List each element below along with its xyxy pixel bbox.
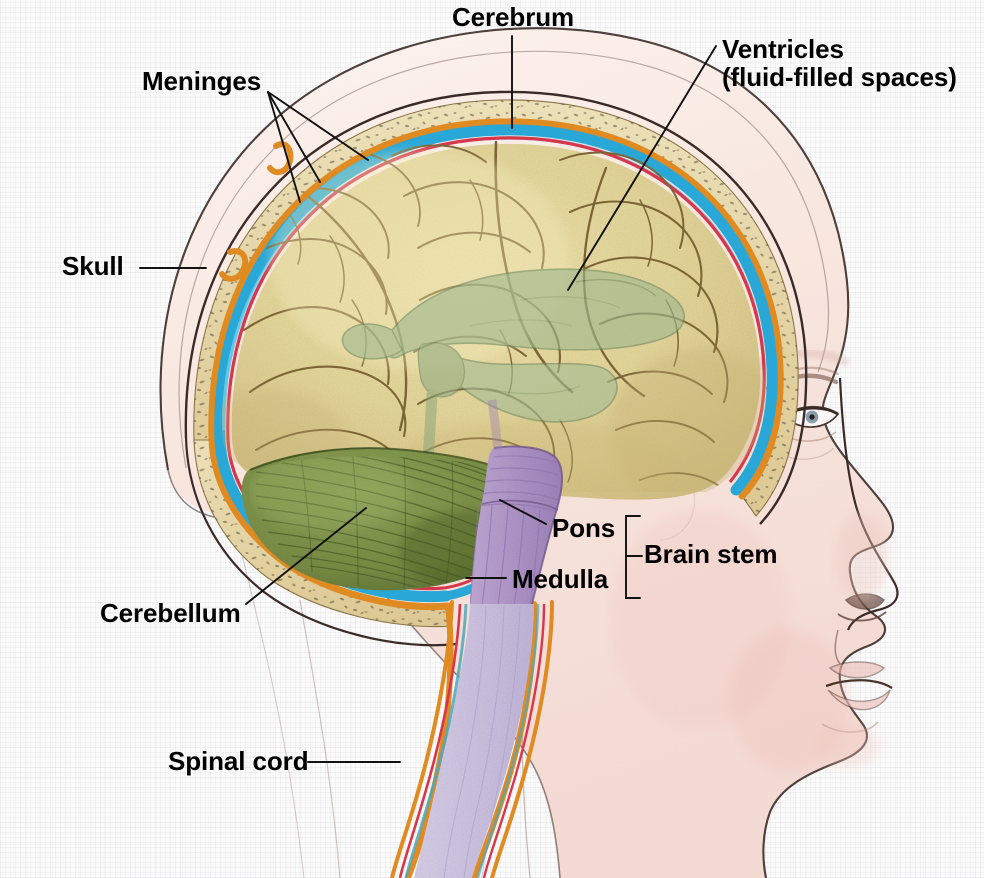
leader-lines (139, 35, 717, 763)
brain-stem-bracket (625, 515, 641, 599)
brain-stem (470, 399, 563, 606)
cerebellum (241, 447, 543, 591)
label-cerebrum: Cerebrum (452, 2, 575, 32)
label-medulla: Medulla (512, 564, 609, 594)
label-ventricles: Ventricles (fluid-filled spaces) (722, 34, 957, 92)
leader-meninges-3 (267, 91, 301, 203)
leader-pons (499, 499, 547, 525)
spinal-cord (390, 600, 554, 878)
leader-meninges-2 (267, 91, 321, 183)
label-spinal-cord: Spinal cord (168, 746, 309, 776)
label-skull: Skull (62, 251, 124, 281)
label-brain-stem: Brain stem (644, 539, 778, 569)
leader-ventricles (567, 45, 717, 291)
label-cerebellum: Cerebellum (100, 598, 241, 628)
label-pons: Pons (552, 513, 616, 543)
leader-cerebellum (245, 507, 367, 605)
label-meninges: Meninges (142, 66, 262, 96)
leader-meninges-1 (267, 91, 369, 161)
